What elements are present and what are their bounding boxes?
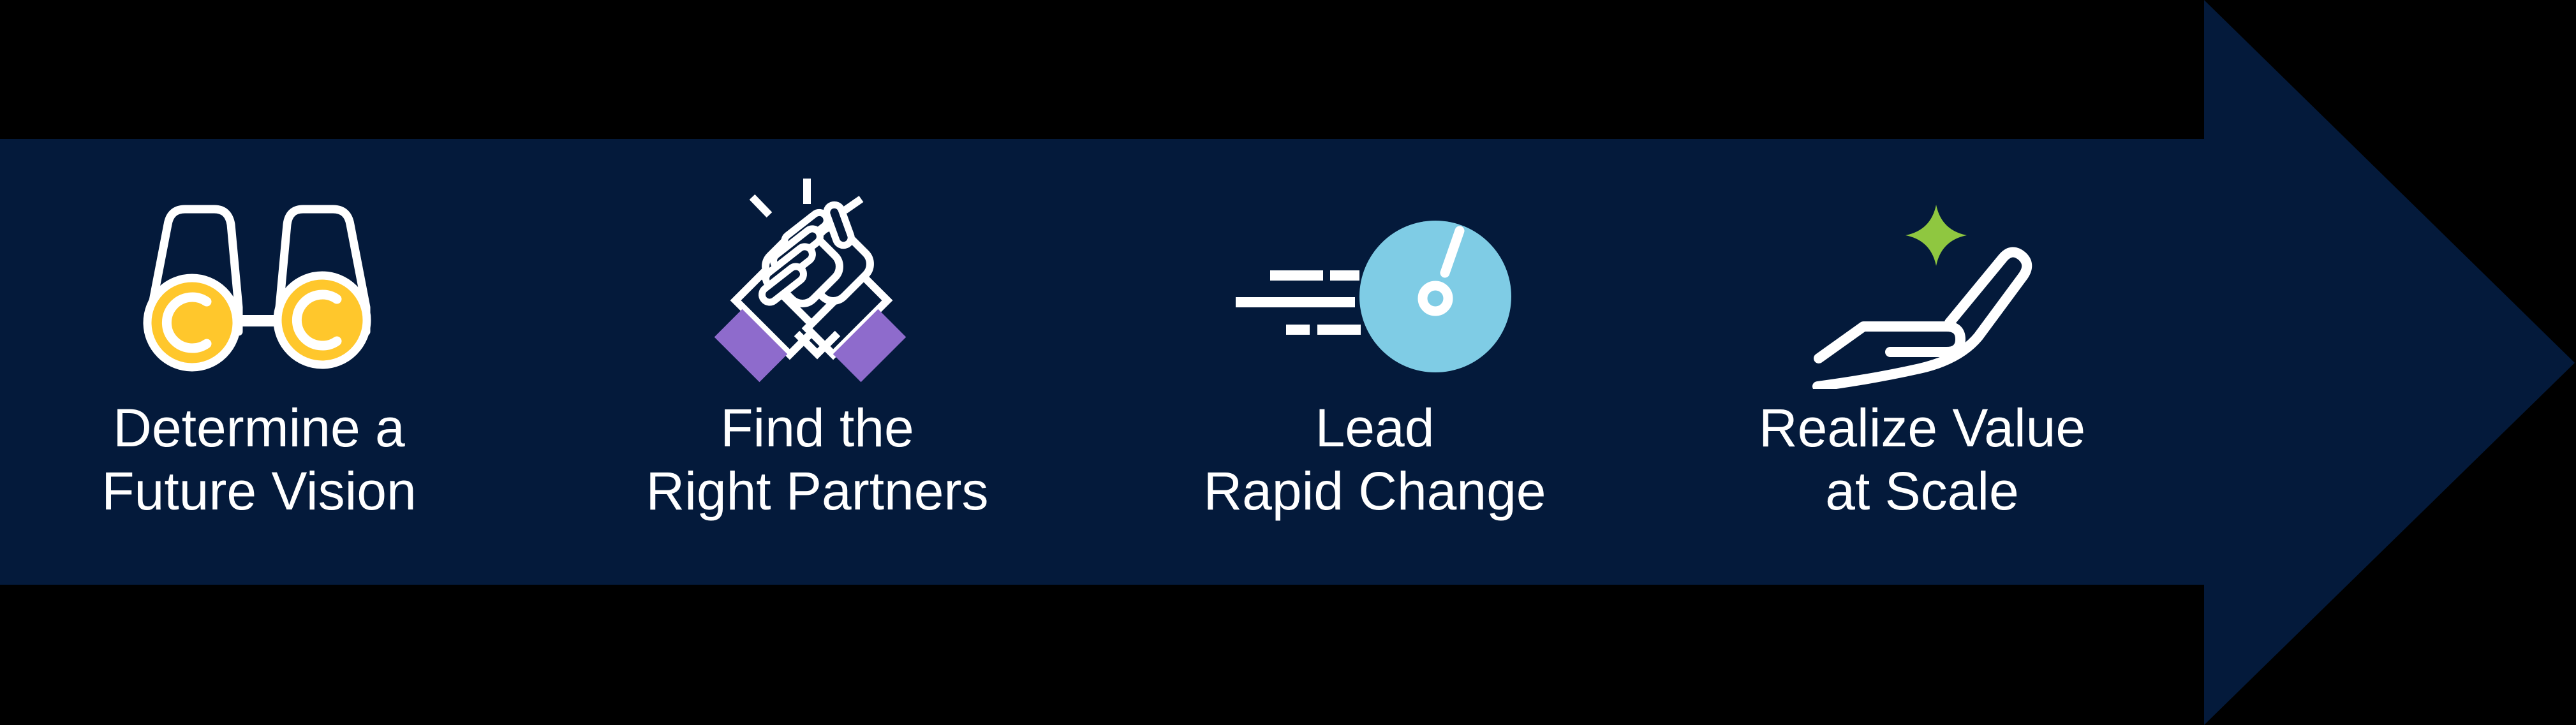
step-label-line2: Future Vision xyxy=(101,461,417,521)
step-label: Find the Right Partners xyxy=(594,397,1040,523)
step-label-line1: Realize Value xyxy=(1758,398,2086,458)
step-label: Determine a Future Vision xyxy=(36,397,482,523)
step-label-line2: Rapid Change xyxy=(1203,461,1546,521)
step-label-line1: Determine a xyxy=(113,398,405,458)
step-realize-value-at-scale: Realize Value at Scale xyxy=(1699,0,2145,725)
step-label-line1: Lead xyxy=(1315,398,1435,458)
step-label: Realize Value at Scale xyxy=(1699,397,2145,523)
speedometer-icon xyxy=(1236,221,1511,372)
step-label-line2: at Scale xyxy=(1825,461,2019,521)
step-label: Lead Rapid Change xyxy=(1151,397,1598,523)
binoculars-icon xyxy=(143,205,371,372)
step-lead-rapid-change: Lead Rapid Change xyxy=(1151,0,1598,725)
handshake-icon xyxy=(714,179,907,383)
step-label-line1: Find the xyxy=(720,398,914,458)
step-find-right-partners: Find the Right Partners xyxy=(594,0,1040,725)
sparkle-shape xyxy=(1906,205,1967,266)
step-determine-future-vision: Determine a Future Vision xyxy=(36,0,482,725)
step-label-line2: Right Partners xyxy=(646,461,989,521)
hand-sparkle-icon xyxy=(1812,205,2032,389)
